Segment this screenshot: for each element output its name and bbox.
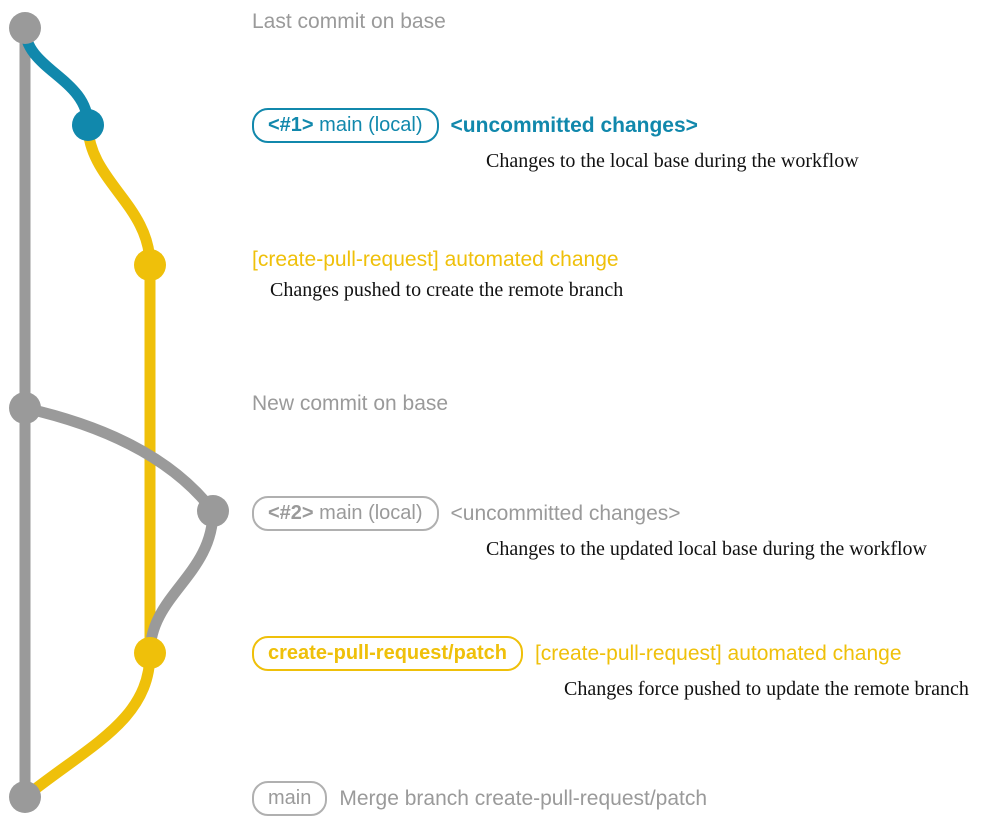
node-remote-commit-2	[134, 637, 166, 669]
branch-badge-label: main (local)	[313, 502, 423, 524]
node-local-commit-1	[72, 109, 104, 141]
commit-note: Changes force pushed to update the remot…	[564, 678, 969, 700]
commit-row-remote-push-2: create-pull-request/patch [create-pull-r…	[252, 636, 969, 700]
commit-row-local-change-2: <#2> main (local) <uncommitted changes> …	[252, 496, 927, 560]
branch-badge-main-local-2[interactable]: <#2> main (local)	[252, 496, 439, 531]
commit-row-merge-commit: main Merge branch create-pull-request/pa…	[252, 781, 707, 816]
commit-note: Changes pushed to create the remote bran…	[270, 279, 624, 301]
branch-badge-label: main (local)	[313, 114, 423, 136]
node-local-commit-2	[197, 495, 229, 527]
branch-badge-main[interactable]: main	[252, 781, 328, 816]
commit-title: [create-pull-request] automated change	[252, 248, 619, 271]
commit-title: <uncommitted changes>	[450, 113, 698, 137]
commit-note: Changes to the updated local base during…	[486, 538, 927, 560]
row-head: <#2> main (local) <uncommitted changes>	[252, 496, 681, 531]
branch-badge-label: main	[268, 787, 312, 809]
commit-title: <uncommitted changes>	[450, 501, 681, 525]
branch-badge-number: <#1>	[268, 114, 314, 136]
commit-row-last-commit-on-base: Last commit on base	[252, 10, 446, 34]
branch-badge-create-pull-request-patch[interactable]: create-pull-request/patch	[252, 636, 523, 671]
branch-badge-main-local-1[interactable]: <#1> main (local)	[252, 108, 439, 143]
node-base-new-commit	[9, 392, 41, 424]
edge-remote-2-to-merge	[19, 647, 156, 803]
row-head: [create-pull-request] automated change	[252, 248, 619, 272]
node-base-last-commit	[9, 12, 41, 44]
row-head: <#1> main (local) <uncommitted changes>	[252, 108, 698, 143]
edge-base-to-local-2	[19, 402, 219, 517]
graph-nodes	[9, 12, 229, 813]
edge-local-1-to-remote-1	[82, 119, 156, 271]
commit-title: [create-pull-request] automated change	[534, 641, 902, 665]
commit-row-new-commit-on-base: New commit on base	[252, 392, 448, 416]
row-head: Last commit on base	[252, 10, 446, 34]
edge-local-2-to-remote-2	[144, 505, 219, 659]
branch-badge-number: <#2>	[268, 502, 314, 524]
commit-title: New commit on base	[252, 392, 449, 415]
commit-title: Last commit on base	[252, 10, 446, 33]
row-head: New commit on base	[252, 392, 448, 416]
commit-row-local-change-1: <#1> main (local) <uncommitted changes> …	[252, 108, 859, 172]
row-head: main Merge branch create-pull-request/pa…	[252, 781, 707, 816]
commit-title: Merge branch create-pull-request/patch	[339, 786, 708, 810]
branch-badge-label: create-pull-request/patch	[268, 642, 507, 664]
node-remote-commit-1	[134, 249, 166, 281]
row-head: create-pull-request/patch [create-pull-r…	[252, 636, 902, 671]
commit-row-remote-push-1: [create-pull-request] automated change C…	[252, 248, 623, 301]
node-base-merge-commit	[9, 781, 41, 813]
commit-note: Changes to the local base during the wor…	[486, 150, 859, 172]
